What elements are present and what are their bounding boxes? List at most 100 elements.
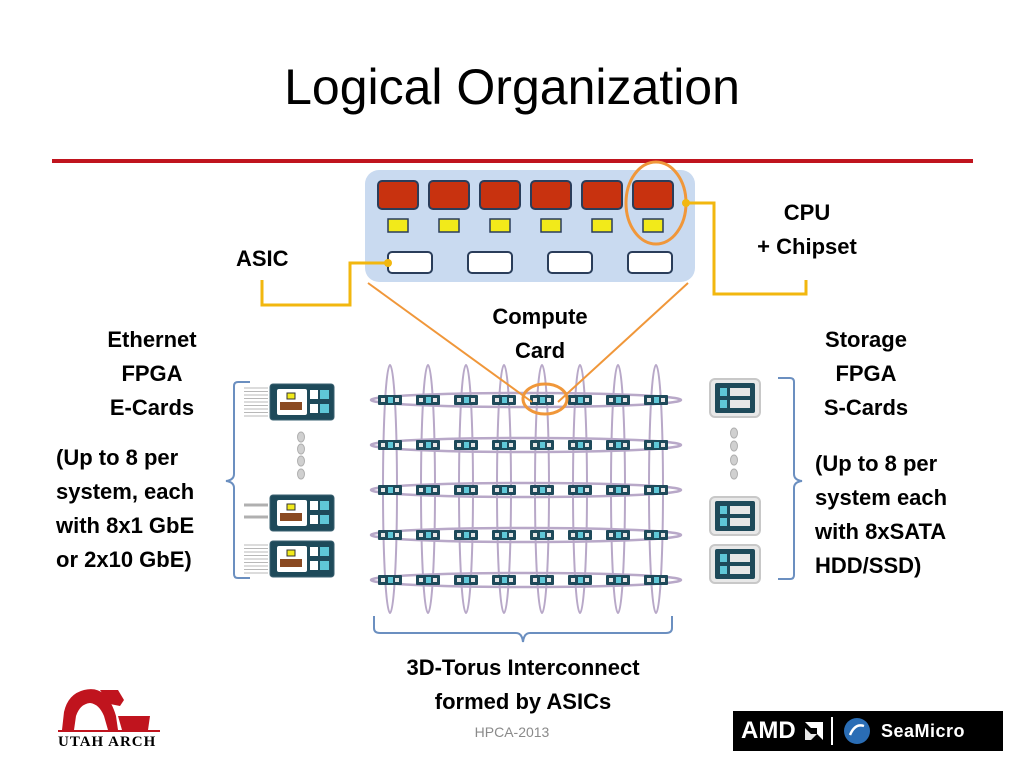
asic-node [568, 575, 592, 585]
logo-divider [831, 717, 833, 745]
asic-node [454, 485, 478, 495]
asic-node [378, 485, 402, 495]
asic-node [644, 530, 668, 540]
asic-node [492, 395, 516, 405]
asic-node [378, 395, 402, 405]
amd-arrow-icon [805, 722, 823, 740]
ethernet-ellipsis-dots [297, 431, 305, 480]
s-card [709, 378, 761, 418]
footer-conference: HPCA-2013 [474, 724, 550, 740]
compute-label-line1: Compute [492, 304, 588, 329]
asic-chip [627, 251, 673, 274]
asic-node [530, 440, 554, 450]
chipset-chip [642, 218, 664, 233]
compute-card-highlight [521, 382, 569, 416]
asic-node [568, 485, 592, 495]
e-card-stack [244, 383, 335, 578]
e-card [244, 540, 335, 578]
asic-node [568, 440, 592, 450]
callout-line-left [367, 282, 533, 403]
chipset-chip [387, 218, 409, 233]
e-card [244, 494, 335, 532]
cpu-chip [530, 180, 572, 210]
asic-node [454, 440, 478, 450]
cpu-row [377, 180, 674, 210]
amd-wordmark: AMD [741, 717, 796, 744]
s-card-stack [709, 378, 761, 584]
asic-node [492, 530, 516, 540]
compute-card-label: Compute Card [470, 300, 610, 368]
utah-arch-wordmark: UTAH ARCH [58, 734, 157, 750]
asic-chip [387, 251, 433, 274]
cpu-chip [581, 180, 623, 210]
storage-detail-line1: (Up to 8 per [815, 451, 938, 476]
chipset-chip [489, 218, 511, 233]
storage-label-line3: S-Cards [823, 395, 909, 420]
asic-node [416, 485, 440, 495]
asic-node [606, 530, 630, 540]
asic-connector [260, 261, 386, 307]
asic-connector-dot [384, 259, 392, 267]
chipset-chip [540, 218, 562, 233]
asic-chip [467, 251, 513, 274]
asic-node [454, 395, 478, 405]
asic-node-grid [378, 395, 668, 585]
cpu-chip [428, 180, 470, 210]
asic-node [378, 530, 402, 540]
callout-line-right [557, 282, 689, 403]
chipset-row [387, 218, 664, 233]
asic-node [492, 440, 516, 450]
storage-detail: (Up to 8 per system each with 8xSATA HDD… [815, 447, 947, 583]
asic-chip [547, 251, 593, 274]
asic-node [416, 530, 440, 540]
ethernet-label-line1: Ethernet [107, 327, 197, 352]
ethernet-detail: (Up to 8 per system, each with 8x1 GbE o… [56, 441, 194, 577]
asic-node [644, 395, 668, 405]
asic-node [606, 485, 630, 495]
slide-title: Logical Organization [284, 59, 740, 115]
storage-brace [778, 377, 803, 580]
cpu-chip [632, 180, 674, 210]
asic-label: ASIC [236, 246, 289, 271]
asic-node [416, 440, 440, 450]
storage-detail-line4: HDD/SSD) [815, 553, 922, 578]
asic-node [644, 440, 668, 450]
storage-label-line1: Storage [825, 327, 907, 352]
torus-label-line2: formed by ASICs [434, 689, 612, 714]
ethernet-detail-line2: system, each [56, 479, 195, 504]
asic-node [378, 440, 402, 450]
torus-label: 3D-Torus Interconnect formed by ASICs [370, 651, 676, 719]
asic-node [606, 575, 630, 585]
asic-node [530, 530, 554, 540]
asic-node [568, 530, 592, 540]
torus-ring-horizontal [369, 436, 683, 454]
asic-node [530, 485, 554, 495]
cpu-label: CPU + Chipset [742, 196, 872, 264]
compute-label-line2: Card [514, 338, 566, 363]
ethernet-label-line3: E-Cards [109, 395, 195, 420]
asic-node [644, 485, 668, 495]
title-underline [52, 159, 973, 163]
asic-node [606, 395, 630, 405]
torus-ring-horizontal [369, 481, 683, 499]
asic-row [387, 251, 673, 274]
asic-node [378, 575, 402, 585]
asic-node [416, 575, 440, 585]
asic-node [416, 395, 440, 405]
ethernet-label-line2: FPGA [121, 361, 183, 386]
asic-node [530, 575, 554, 585]
storage-detail-line2: system each [815, 485, 948, 510]
asic-node [644, 575, 668, 585]
ethernet-label: Ethernet FPGA E-Cards [82, 323, 222, 425]
cpu-connector-dot [682, 199, 690, 207]
ethernet-brace [225, 381, 250, 579]
cpu-label-line2: + Chipset [757, 234, 857, 259]
asic-node [454, 575, 478, 585]
asic-node [568, 395, 592, 405]
ethernet-detail-line4: or 2x10 GbE) [56, 547, 192, 572]
e-card [244, 383, 335, 421]
asic-node [454, 530, 478, 540]
s-card [709, 544, 761, 584]
chipset-chip [438, 218, 460, 233]
